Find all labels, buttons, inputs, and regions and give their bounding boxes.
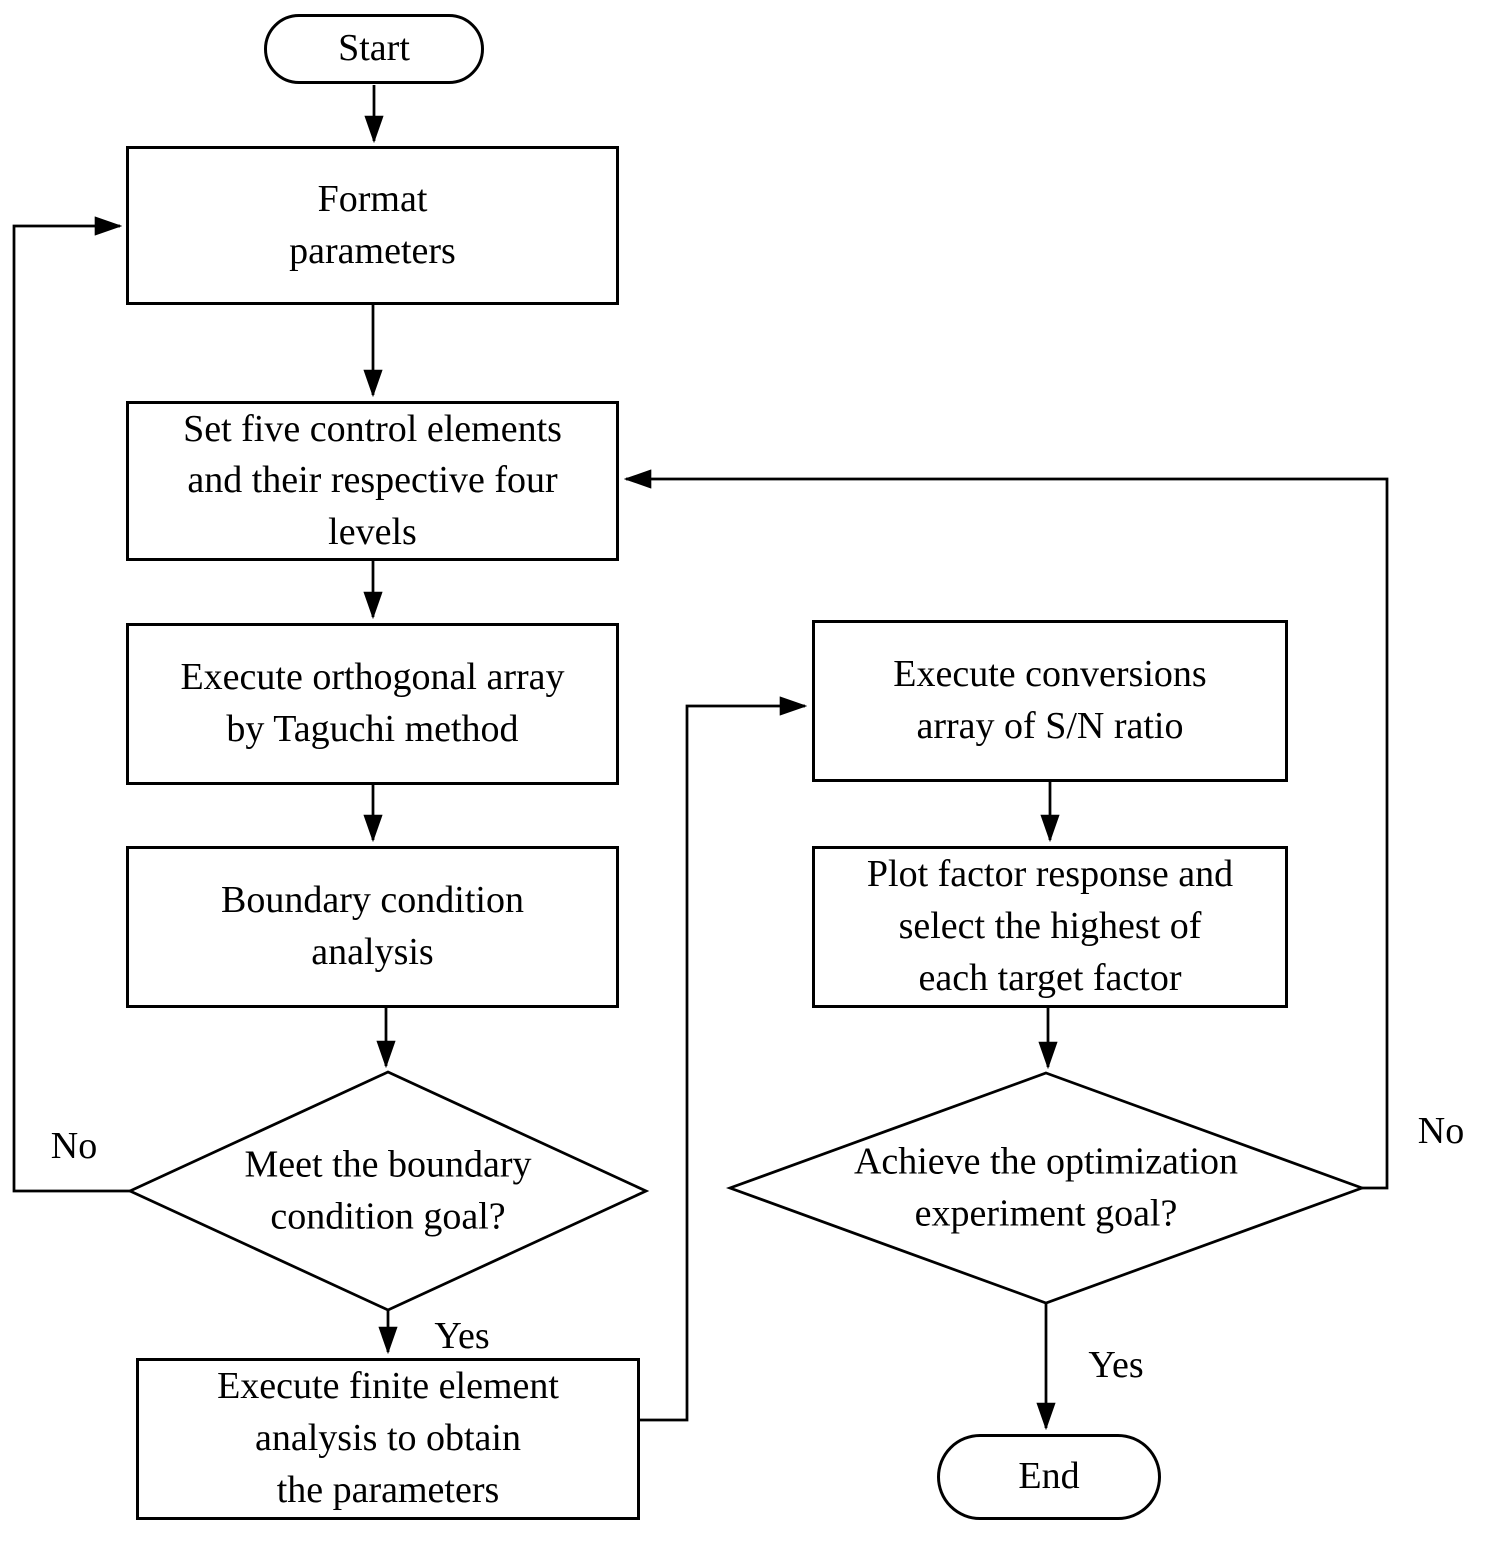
boundary-condition-analysis-box: Boundary condition analysis: [126, 846, 619, 1008]
format-parameters-box: Format parameters: [126, 146, 619, 305]
plot-factor-response-box: Plot factor response and select the high…: [812, 846, 1288, 1008]
boundary-decision-label: Meet the boundary condition goal?: [244, 1143, 532, 1237]
edge-decision-no-loop-to-set: [623, 469, 1389, 1190]
set-control-elements-box: Set five control elements and their resp…: [126, 401, 619, 561]
start-node: Start: [264, 14, 484, 84]
optimization-no-label: No: [1417, 1110, 1465, 1152]
execute-sn-conversion-box: Execute conversions array of S/N ratio: [812, 620, 1288, 782]
edge-fea-to-conversion: [640, 696, 808, 1422]
edge-decision-no-loop-to-format: [12, 216, 130, 1193]
optimization-yes-label: Yes: [1088, 1344, 1144, 1386]
end-node: End: [937, 1434, 1161, 1520]
boundary-yes-label: Yes: [434, 1315, 490, 1357]
optimization-decision-label: Achieve the optimization experiment goal…: [853, 1140, 1239, 1234]
boundary-no-label: No: [50, 1125, 98, 1167]
execute-finite-element-box: Execute finite element analysis to obtai…: [136, 1358, 640, 1520]
execute-orthogonal-array-box: Execute orthogonal array by Taguchi meth…: [126, 623, 619, 785]
